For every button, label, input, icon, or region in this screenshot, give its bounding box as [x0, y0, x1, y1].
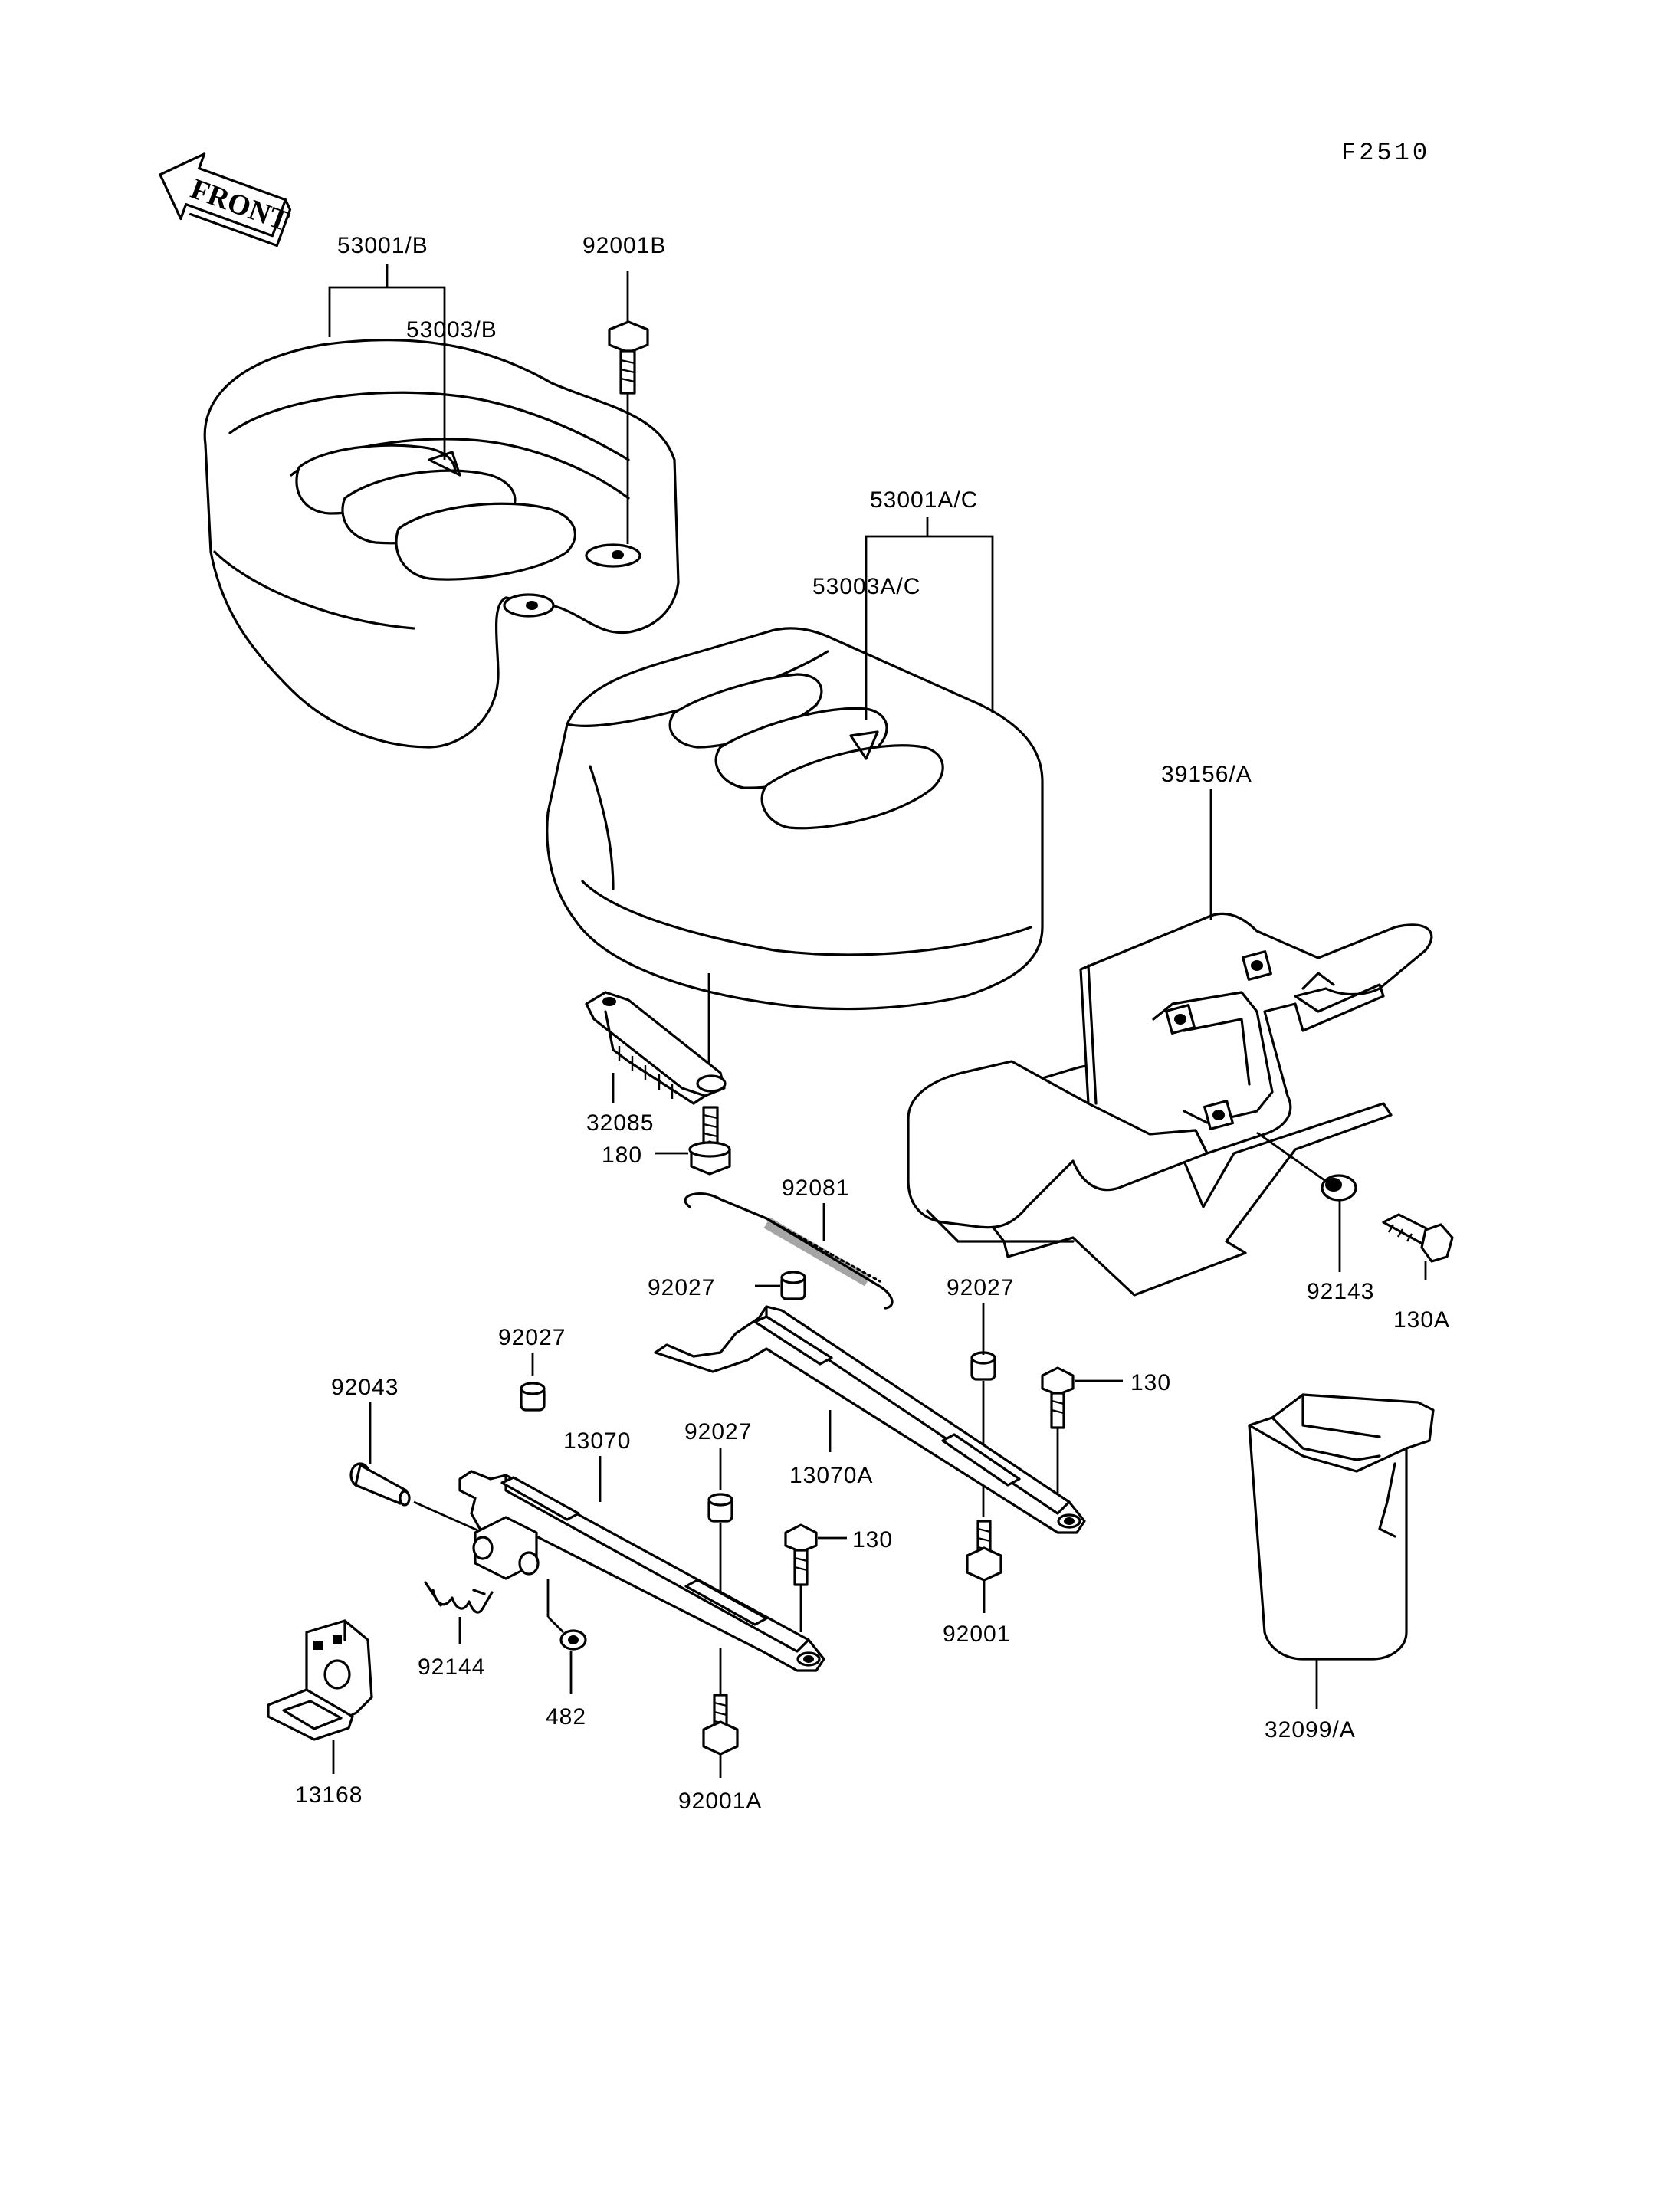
collar-92143 [1321, 1174, 1357, 1202]
label-92027-b: 92027 [947, 1275, 1014, 1300]
collar-92027-c [520, 1382, 546, 1412]
label-13070A: 13070A [789, 1463, 873, 1488]
collar-92027-a [780, 1271, 806, 1300]
front-arrow: FRONT [159, 152, 294, 248]
label-92144: 92144 [418, 1654, 485, 1680]
latch-32085 [585, 991, 727, 1105]
rear-seat [203, 339, 680, 749]
label-92027-a: 92027 [648, 1275, 715, 1300]
tray-39156a [907, 912, 1433, 1297]
label-180: 180 [602, 1143, 642, 1168]
label-482: 482 [546, 1704, 586, 1730]
label-130-upper: 130 [1130, 1370, 1171, 1395]
bolt-92001b [608, 271, 649, 544]
collar-92027-b [970, 1351, 996, 1381]
label-32085: 32085 [586, 1110, 654, 1136]
bolt-130-upper [1041, 1366, 1075, 1429]
collar-92027-d [707, 1493, 733, 1523]
container-32099a [1248, 1393, 1435, 1661]
pin-92043 [349, 1462, 411, 1507]
label-92143: 92143 [1307, 1279, 1374, 1304]
label-13168: 13168 [295, 1782, 363, 1808]
label-53001AC: 53001A/C [870, 487, 978, 513]
label-53003B: 53003/B [406, 317, 497, 343]
label-92027-d: 92027 [684, 1419, 752, 1444]
bracket-53001ac [865, 535, 994, 720]
label-92027-c: 92027 [498, 1325, 566, 1350]
spring-92144 [424, 1581, 494, 1614]
bracket-13070a [654, 1305, 1086, 1534]
label-39156A: 39156/A [1161, 762, 1252, 787]
label-32099A: 32099/A [1265, 1717, 1356, 1743]
label-13070: 13070 [563, 1428, 631, 1454]
spring-92081 [684, 1192, 894, 1310]
bolt-180 [688, 1106, 731, 1176]
label-92001A: 92001A [678, 1789, 762, 1814]
ring-482 [559, 1629, 587, 1651]
label-92001B: 92001B [582, 233, 666, 258]
bracket-13168 [267, 1619, 373, 1741]
label-92001: 92001 [943, 1622, 1010, 1647]
bolt-130a [1382, 1213, 1454, 1263]
label-53001B: 53001/B [337, 233, 428, 258]
bracket-13070 [458, 1470, 825, 1672]
label-92043: 92043 [331, 1375, 399, 1400]
label-53003AC: 53003A/C [812, 574, 920, 599]
label-130-lower: 130 [852, 1527, 893, 1553]
bolt-130-lower [784, 1523, 818, 1586]
front-seat [546, 627, 1044, 1011]
bolt-92001 [966, 1520, 1002, 1582]
figure-code: F2510 [1341, 139, 1430, 167]
label-92081: 92081 [782, 1176, 849, 1201]
label-130A: 130A [1393, 1307, 1450, 1333]
bolt-92001a [702, 1648, 739, 1756]
